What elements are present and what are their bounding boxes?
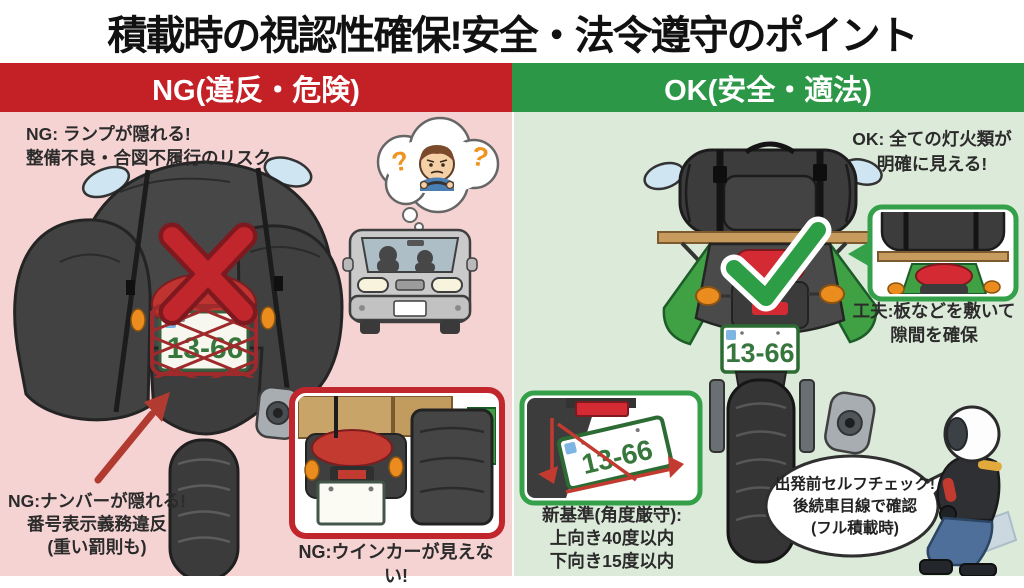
ng-lamp-note-line1: NG: ランプが隠れる!	[26, 124, 191, 144]
turn-signal-icon	[695, 286, 721, 306]
ok-lights-note-line1: OK: 全ての灯火類が	[852, 129, 1012, 149]
ng-header-band: NG(違反・危険)	[0, 63, 512, 112]
ok-tip-note-line1: 工夫:板などを敷いて	[852, 301, 1016, 321]
ng-plate-note: NG:ナンバーが隠れる! 番号表示義務違反 (重い罰則も)	[2, 490, 192, 559]
angle-arrows-icon	[538, 418, 684, 494]
ng-inset	[289, 387, 505, 539]
ok-tip-note: 工夫:板などを敷いて 隙間を確保	[844, 299, 1024, 347]
check-icon	[720, 216, 832, 312]
ok-header-label: OK(安全・適法)	[664, 74, 872, 107]
ng-lamp-note: NG: ランプが隠れる! 整備不良・合図不履行のリスク	[26, 122, 271, 170]
ng-plate-note-line3: (重い罰則も)	[47, 537, 147, 557]
ok-header-band: OK(安全・適法)	[512, 63, 1024, 112]
visible-license-plate: 13-66	[720, 324, 800, 374]
ng-panel: ? ?	[0, 112, 512, 586]
confused-driver-icon	[419, 145, 455, 191]
rider-crouching	[919, 405, 1018, 576]
ok-angle-note-line1: 新基準(角度厳守):	[542, 505, 682, 525]
page-title: 積載時の視認性確保!安全・法令遵守のポイント	[107, 13, 918, 58]
cross-icon	[158, 222, 258, 326]
question-mark-icon: ?	[469, 141, 491, 174]
ng-plate-note-line1: NG:ナンバーが隠れる!	[8, 491, 186, 511]
ok-tip-inset	[848, 204, 1019, 302]
ok-bubble-note: 出発前セルフチェック! 後続車目線で確認 (フル積載時)	[774, 474, 936, 540]
ng-lamp-note-line2: 整備不良・合図不履行のリスク	[26, 148, 271, 168]
tilted-license-plate: 13-66	[556, 415, 674, 491]
ok-angle-note-line2: 上向き40度以内	[549, 528, 675, 548]
ok-lights-note-line2: 明確に見える!	[876, 154, 988, 174]
ng-motorcycle: 13-66	[13, 156, 344, 576]
arrow-icon	[94, 392, 170, 484]
following-car	[342, 228, 478, 334]
ng-header-label: NG(違反・危険)	[152, 74, 360, 107]
ng-inset-caption: NG:ウインカーが見えない!	[298, 542, 494, 586]
ng-plate-note-line2: 番号表示義務違反	[27, 514, 167, 534]
board-under-bag	[657, 231, 871, 244]
ok-bubble-line1: 出発前セルフチェック!	[774, 476, 936, 493]
thought-bubble: ? ?	[376, 116, 500, 232]
plate-angle-inset: 13-66	[519, 390, 703, 506]
ok-plate-number: 13-66	[725, 338, 794, 368]
ok-lights-note: OK: 全ての灯火類が 明確に見える!	[844, 127, 1020, 177]
question-mark-icon: ?	[389, 145, 411, 178]
ok-angle-note: 新基準(角度厳守): 上向き40度以内 下向き15度以内	[522, 504, 702, 573]
ok-bubble-line2: 後続車目線で確認	[792, 498, 917, 515]
duffel-bag	[678, 141, 858, 236]
ok-tip-note-line2: 隙間を確保	[890, 325, 978, 345]
ok-illustration: 13-66	[519, 141, 1019, 576]
title-bar: 積載時の視認性確保!安全・法令遵守のポイント	[0, 0, 1024, 63]
ok-bubble-line3: (フル積載時)	[811, 520, 899, 537]
turn-signal-icon	[819, 284, 845, 304]
ng-illustration: ? ?	[13, 116, 505, 576]
ok-angle-note-line3: 下向き15度以内	[549, 551, 675, 571]
exhaust-icon	[824, 391, 876, 455]
rear-tire	[168, 438, 240, 576]
ok-panel: 13-66	[512, 112, 1024, 576]
